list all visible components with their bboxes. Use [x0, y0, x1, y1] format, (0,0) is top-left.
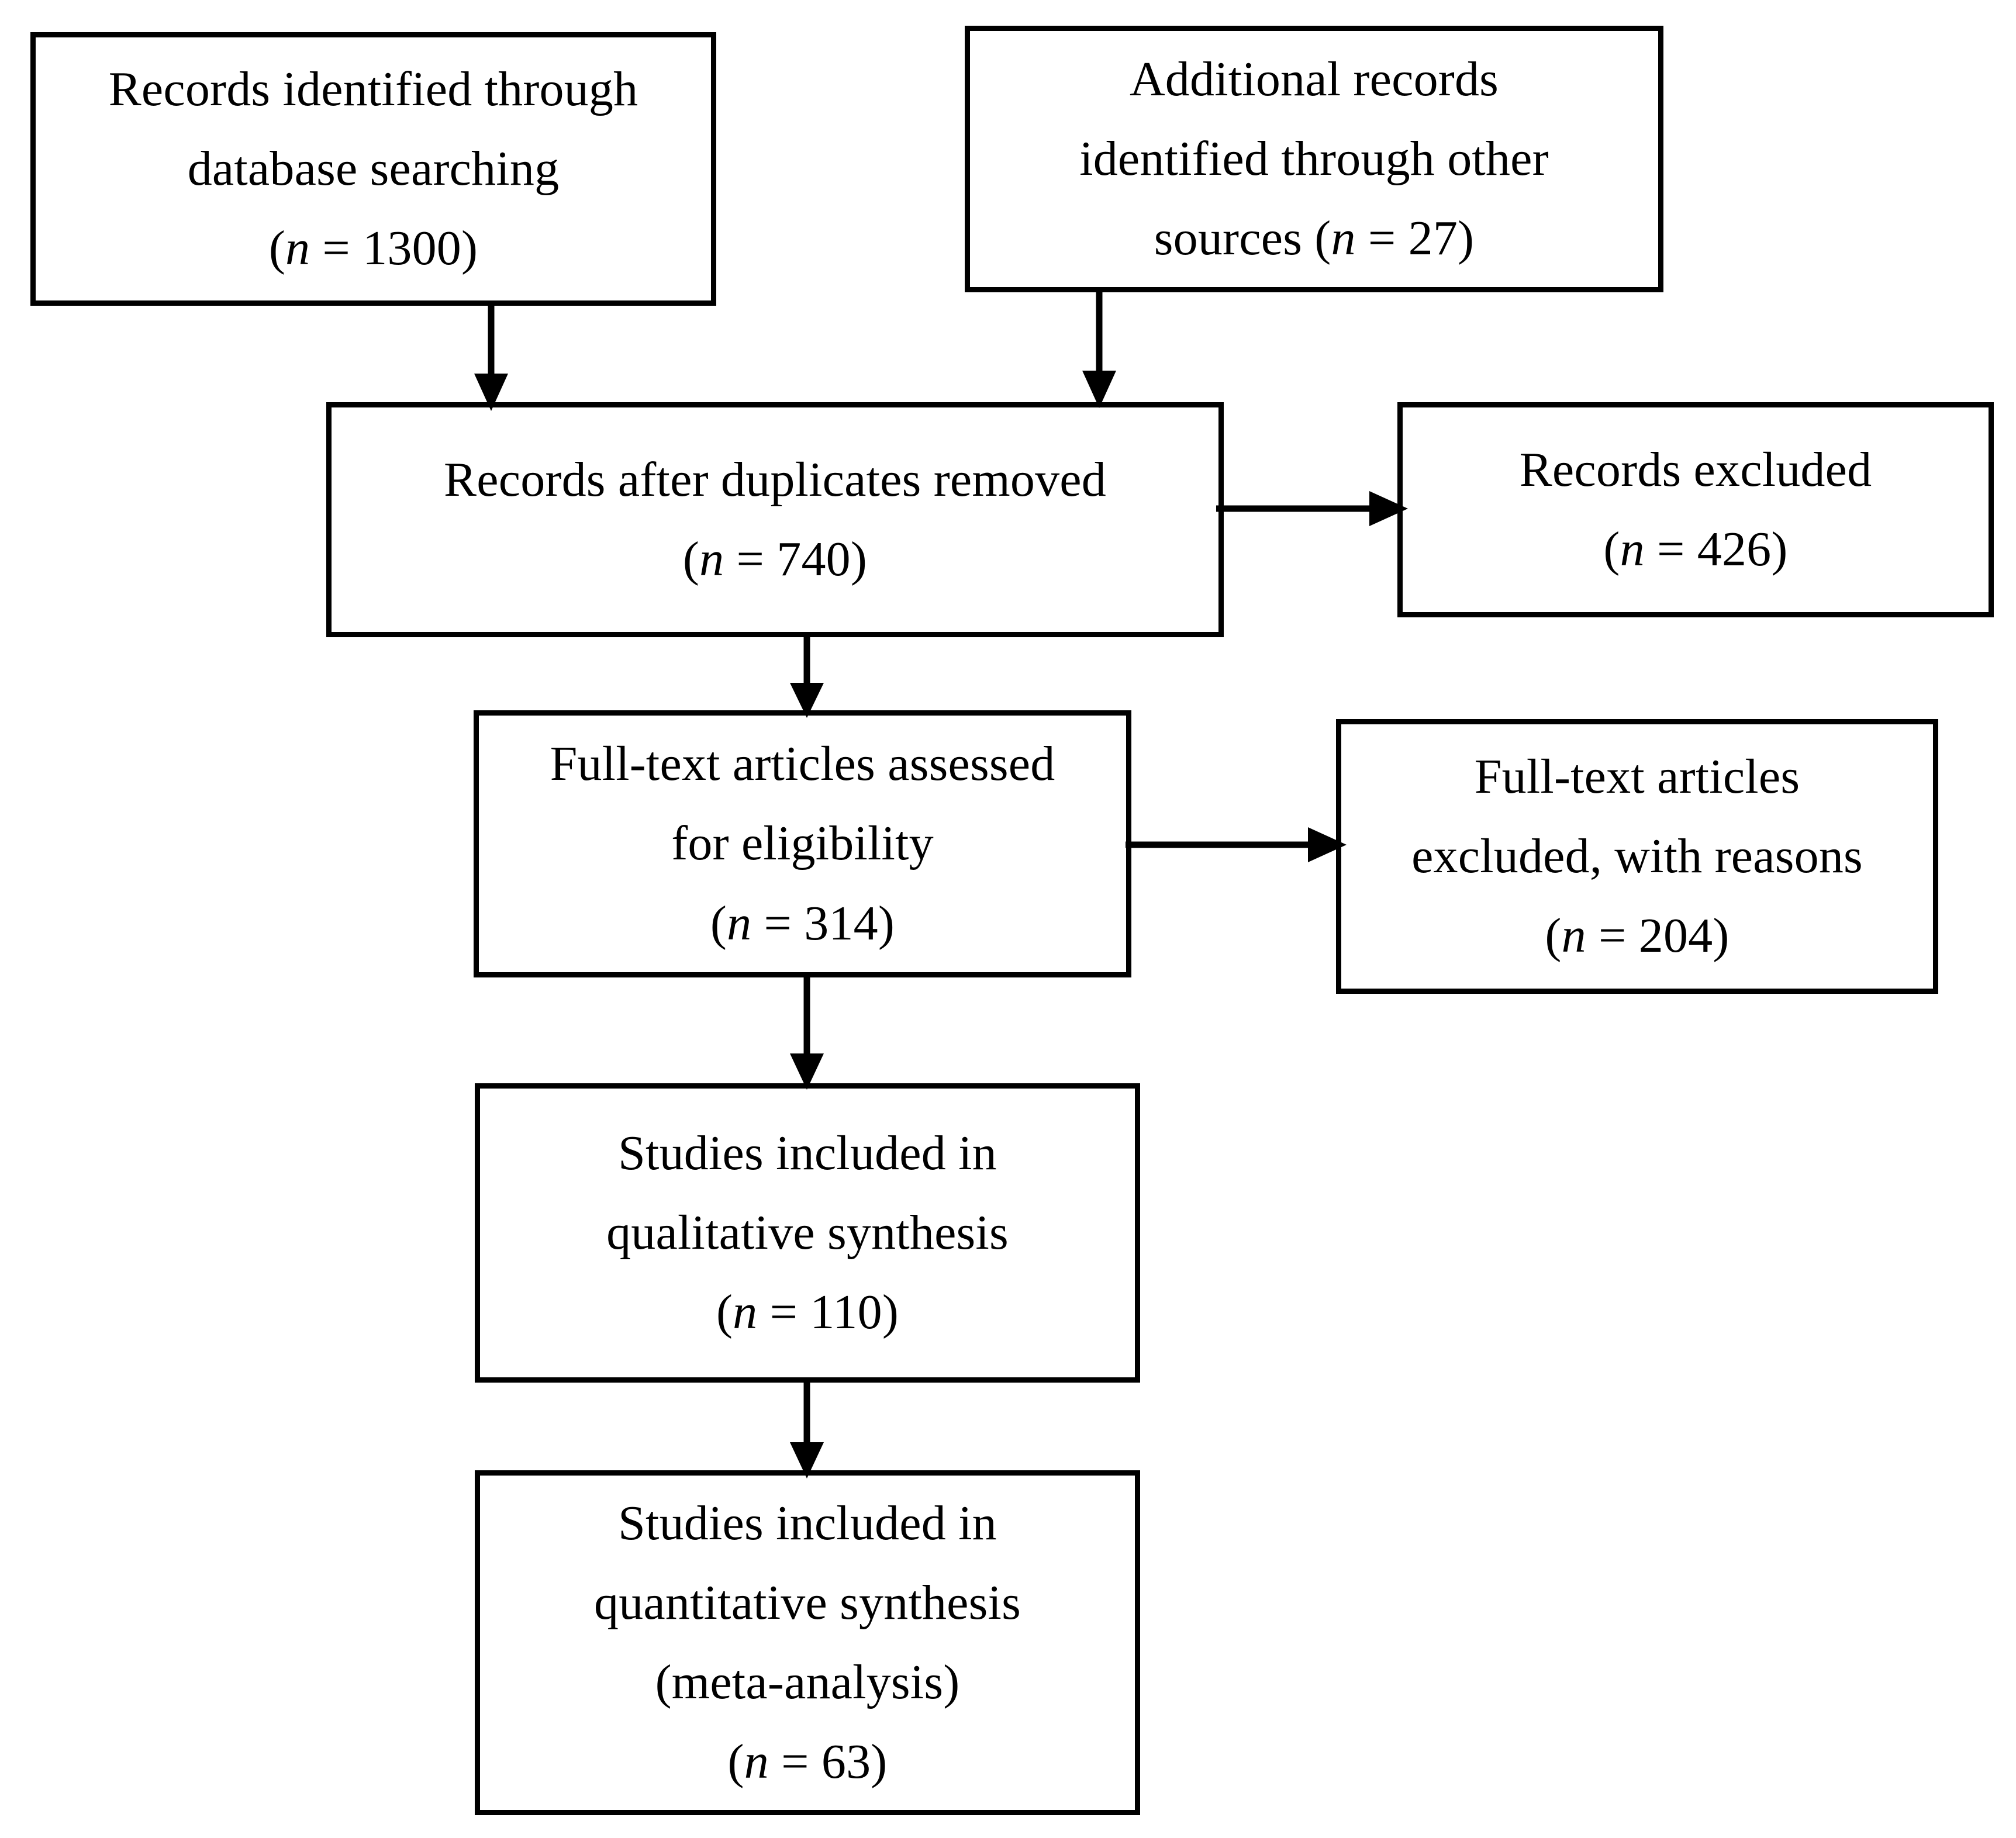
node-records-excluded: Records excluded (n = 426) [1397, 402, 1994, 617]
node-count-line: (n = 110) [716, 1285, 899, 1340]
arrow-other-sources-to-dedup [1076, 288, 1123, 410]
arrow-dedup-to-fulltext [783, 633, 830, 719]
n-italic: n [1620, 522, 1645, 576]
node-line: for eligibility [671, 816, 934, 871]
node-additional-records-other-sources: Additional records identified through ot… [965, 26, 1663, 292]
node-count-line: (n = 63) [727, 1735, 888, 1789]
node-count-line: (n = 426) [1603, 522, 1788, 576]
node-count-line: (n = 204) [1545, 908, 1730, 963]
node-count-line: (n = 1300) [268, 221, 478, 276]
node-line: identified through other [1079, 131, 1549, 186]
node-records-identified-database: Records identified through database sear… [30, 32, 716, 306]
node-line: Studies included in [618, 1495, 997, 1550]
n-italic: n [699, 532, 724, 586]
node-count-line: (n = 314) [710, 896, 895, 951]
n-italic: n [1331, 211, 1356, 266]
node-line: Records identified through [108, 61, 638, 116]
node-line: Additional records [1129, 51, 1499, 106]
node-line: excluded, with reasons [1411, 828, 1863, 883]
node-line: Records excluded [1519, 442, 1872, 497]
node-line: quantitative synthesis [594, 1575, 1021, 1630]
node-count-line: (n = 740) [682, 532, 868, 586]
n-italic: n [285, 221, 310, 276]
node-line: (meta-analysis) [655, 1655, 960, 1709]
node-count-line: sources (n = 27) [1154, 211, 1475, 266]
node-studies-qualitative-synthesis: Studies included in qualitative synthesi… [475, 1083, 1140, 1383]
node-records-after-duplicates-removed: Records after duplicates removed (n = 74… [326, 402, 1224, 637]
arrow-dedup-to-records-excluded [1216, 485, 1409, 532]
node-line: Studies included in [618, 1125, 997, 1180]
arrow-fulltext-to-qualitative [783, 973, 830, 1092]
node-line: Full-text articles assessed [550, 737, 1055, 792]
n-italic: n [1561, 908, 1586, 963]
node-line: qualitative synthesis [606, 1205, 1009, 1260]
node-fulltext-assessed-eligibility: Full-text articles assessed for eligibil… [474, 710, 1131, 977]
node-studies-quantitative-synthesis: Studies included in quantitative synthes… [475, 1470, 1140, 1815]
n-italic: n [733, 1285, 758, 1340]
node-line: database searching [187, 141, 560, 196]
arrow-qualitative-to-quantitative [783, 1378, 830, 1480]
node-fulltext-excluded-with-reasons: Full-text articles excluded, with reason… [1336, 719, 1938, 994]
n-italic: n [727, 896, 752, 951]
arrow-db-search-to-dedup [468, 301, 515, 412]
n-italic: n [744, 1735, 769, 1789]
arrow-fulltext-to-fulltext-excluded [1126, 821, 1348, 868]
node-line: Records after duplicates removed [444, 452, 1106, 507]
node-line: Full-text articles [1474, 749, 1800, 804]
